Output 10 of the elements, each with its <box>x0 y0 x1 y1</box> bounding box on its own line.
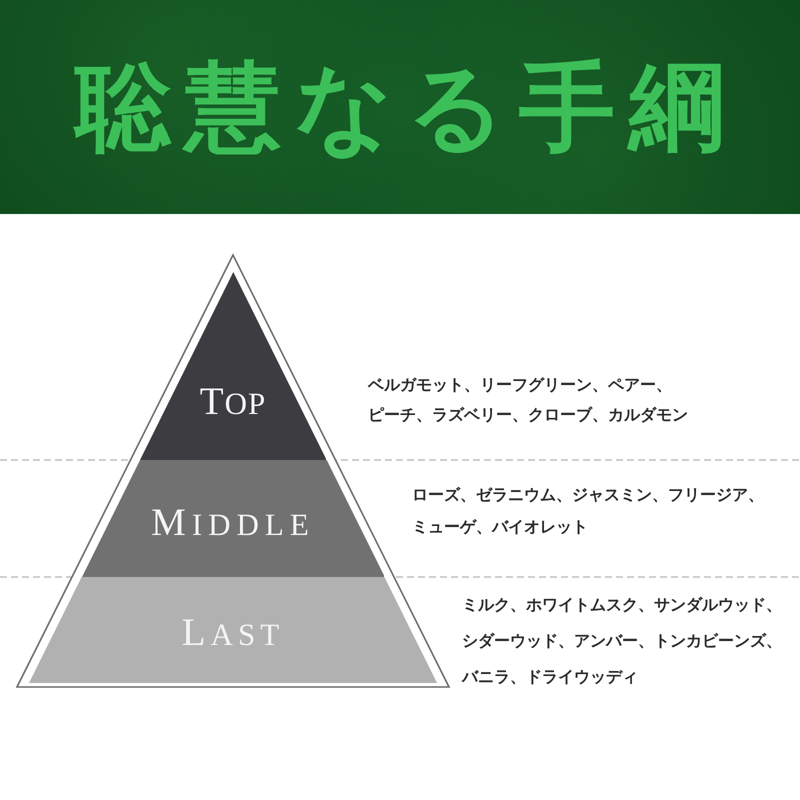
note-list: ローズ、ゼラニウム、ジャスミン、フリージア、ミューゲ、バイオレット <box>412 479 774 543</box>
pyramid-tier <box>140 272 326 460</box>
pyramid-tier <box>82 460 384 577</box>
note-list: ベルガモット、リーフグリーン、ペアー、ピーチ、ラズベリー、クローブ、カルダモン <box>368 370 708 430</box>
tier-label: MIDDLE <box>151 503 315 542</box>
tier-label: TOP <box>200 382 266 421</box>
note-list: ミルク、ホワイトムスク、サンダルウッド、シダーウッド、アンバー、トンカビーンズ、バニラ、ドライウッディ <box>462 587 792 695</box>
title: 聡慧なる手綱 <box>75 54 739 160</box>
pyramid-tier <box>28 577 437 683</box>
tier-label: LAST <box>182 613 284 652</box>
